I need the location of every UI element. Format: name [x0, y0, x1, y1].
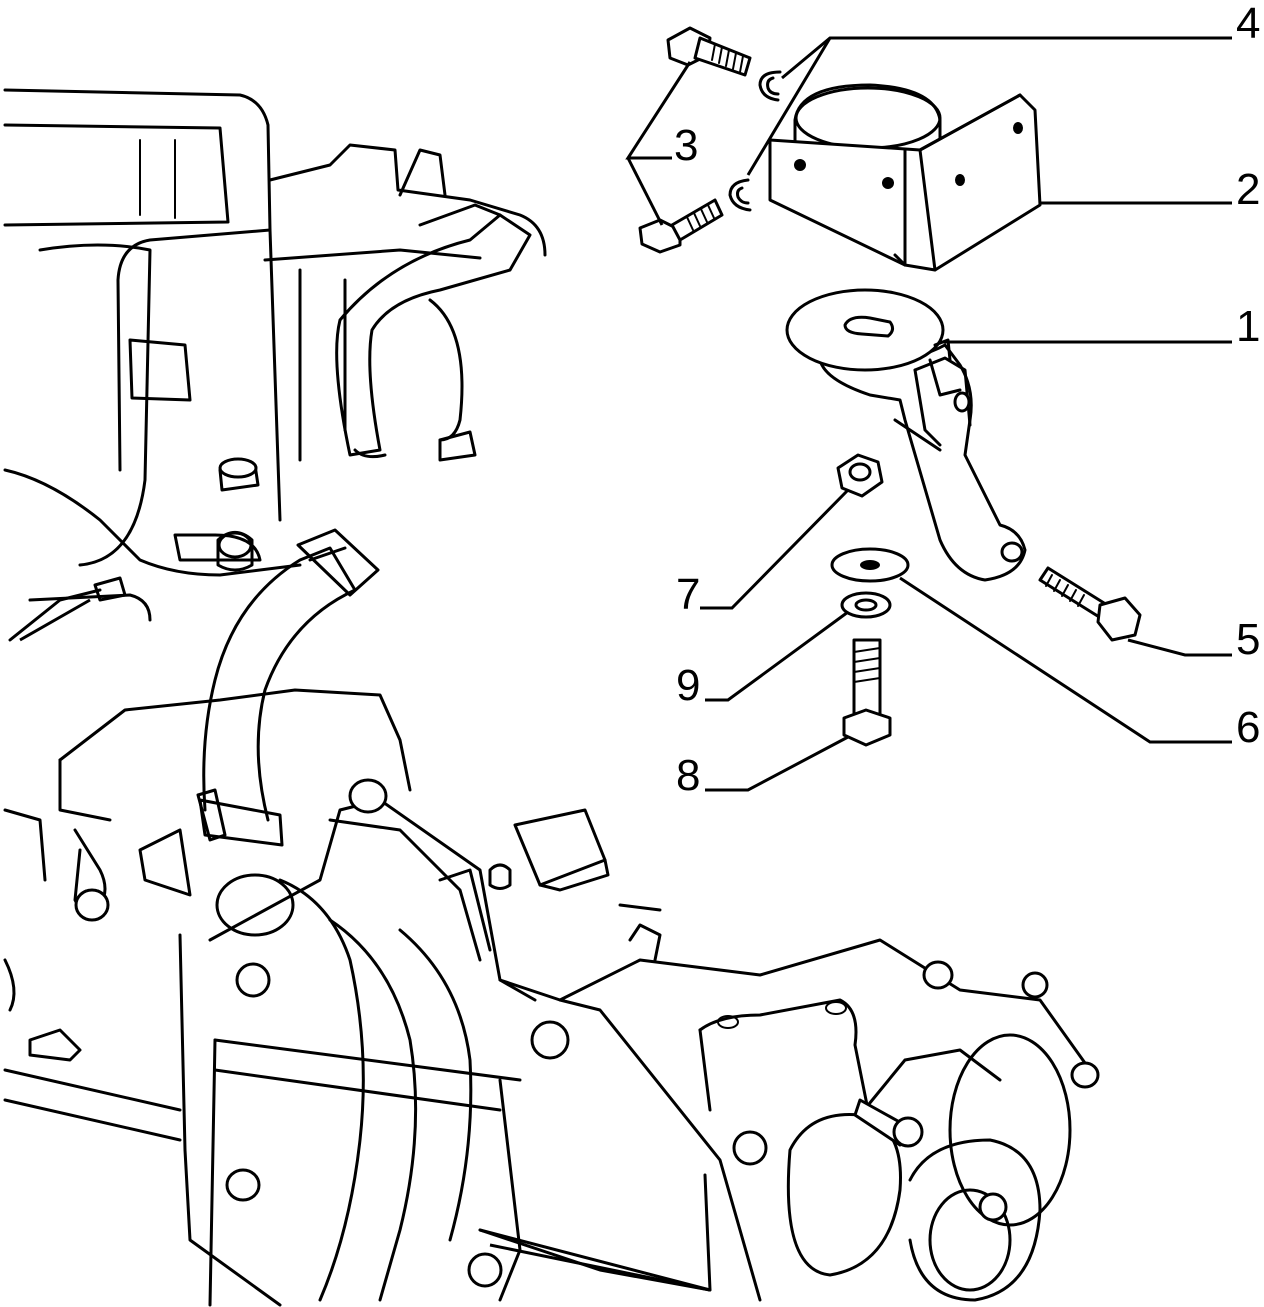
- part-3-bolts: [638, 26, 752, 254]
- part-4-washers: [728, 70, 782, 212]
- part-6-washer: [830, 547, 910, 583]
- callout-2: 2: [1236, 165, 1261, 214]
- callout-5: 5: [1236, 615, 1261, 664]
- part-5-bolt: [1038, 566, 1142, 642]
- callout-7: 7: [676, 570, 701, 619]
- leader-4: [781, 36, 1232, 80]
- leader-5: [1127, 638, 1232, 657]
- part-7-nut: [836, 453, 884, 498]
- leader-7: [700, 488, 850, 610]
- leader-lines: [19, 36, 1232, 1292]
- callout-4: 4: [1236, 0, 1261, 48]
- engine-gearbox-assembly: [3, 88, 1100, 1307]
- part-8-bolt: [842, 638, 892, 747]
- leader-3-lower: [626, 157, 664, 226]
- part-1-mount-arm: [785, 288, 1027, 582]
- callout-8: 8: [676, 751, 701, 800]
- leader-4b: [746, 37, 832, 176]
- leader-6: [899, 576, 1232, 744]
- callout-3: 3: [674, 121, 699, 170]
- callout-9: 9: [676, 661, 701, 710]
- leader-8: [705, 735, 849, 792]
- leader-9: [705, 610, 849, 702]
- part-9-spring-washer: [840, 591, 892, 619]
- part-2-mount-bracket: [768, 83, 1042, 272]
- callout-6: 6: [1236, 703, 1261, 752]
- leader-engine-bottom-a: [489, 1243, 711, 1292]
- leader-engine-left: [19, 598, 91, 642]
- callout-1: 1: [1236, 302, 1261, 351]
